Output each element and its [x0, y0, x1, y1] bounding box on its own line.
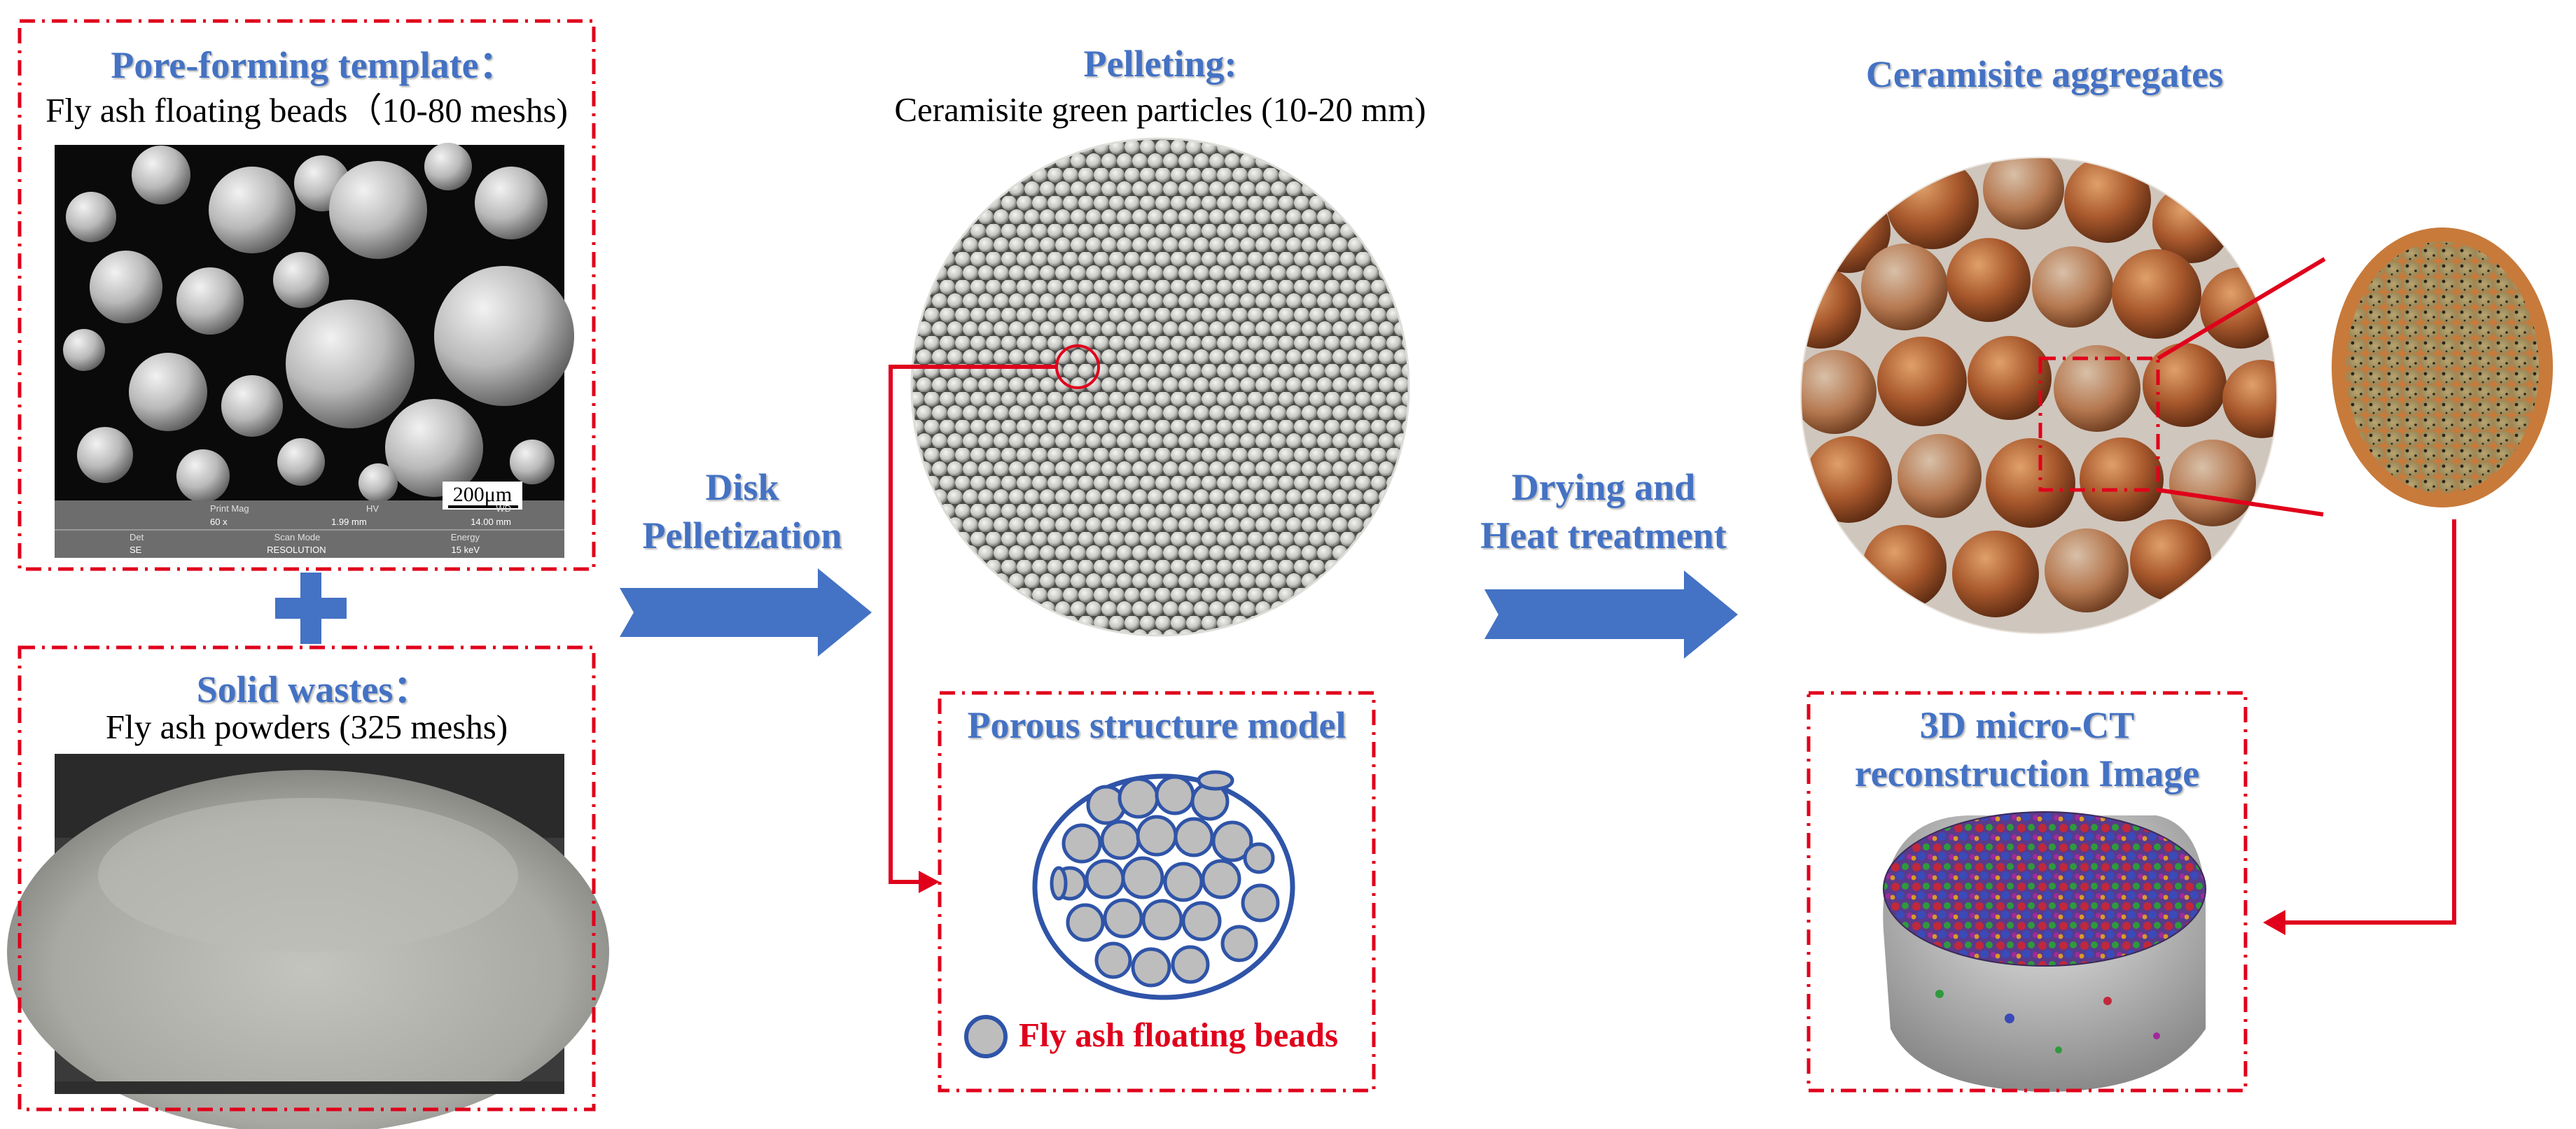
- pellet-to-model-connector: [889, 365, 1057, 884]
- sem-image: [55, 143, 574, 558]
- zoom-line-top: [2157, 257, 2326, 360]
- waste-title: Solid wastes：: [196, 668, 431, 710]
- ceramisite-aggregates-image: [1800, 157, 2278, 634]
- step1-line1: Disk: [705, 466, 779, 508]
- aggregates-title: Ceramisite aggregates: [1865, 53, 2224, 95]
- microct-connector-arrowhead: [2263, 910, 2285, 935]
- porous-model-title: Porous structure model: [967, 704, 1346, 746]
- pelleting-title: Pelleting:: [1083, 43, 1237, 85]
- template-panel-frame: [18, 19, 596, 571]
- porous-structure-model: [964, 770, 1295, 1058]
- pelleting-subtitle: Ceramisite green particles (10-20 mm): [894, 90, 1426, 129]
- legend-label: Fly ash floating beads: [1019, 1016, 1339, 1054]
- aggregate-cross-section-image: [2332, 227, 2553, 507]
- sem-scale-bar-label: 200μm: [452, 483, 513, 506]
- step2-line1: Drying and: [1511, 466, 1696, 508]
- legend-bead-icon: [964, 1015, 1008, 1058]
- sem-info-row-1: Print Mag HV WD: [210, 503, 511, 514]
- microct-frame: [1806, 691, 2248, 1093]
- waste-subtitle: Fly ash powders (325 meshs): [105, 708, 508, 746]
- zoom-line-bottom: [2157, 488, 2324, 517]
- waste-panel-frame: [18, 645, 596, 1112]
- sem-info-row-4: SE RESOLUTION 15 keV: [130, 545, 480, 555]
- sem-info-row-3: Det Scan Mode Energy: [130, 532, 480, 542]
- template-subtitle: Fly ash floating beads（10-80 meshs): [46, 91, 568, 129]
- model-connector-arrowhead: [919, 871, 940, 893]
- zoom-selection-box: [2038, 356, 2160, 492]
- microct-title-line1: 3D micro-CT: [1919, 704, 2135, 746]
- sem-beads: [63, 143, 574, 503]
- plus-icon: [275, 573, 347, 644]
- section-to-microct-connector: [2283, 519, 2456, 925]
- arrow-drying-heat: [1484, 570, 1738, 659]
- template-title: Pore-forming template：: [111, 44, 517, 86]
- step1-line2: Pelletization: [642, 514, 842, 556]
- step2-line2: Heat treatment: [1480, 514, 1727, 556]
- porous-model-frame: [938, 691, 1376, 1093]
- microct-title-line2: reconstruction Image: [1854, 752, 2200, 794]
- arrow-disk-pelletization: [620, 568, 872, 657]
- micro-ct-image: [1883, 811, 2206, 1092]
- fly-ash-powder-image: [7, 754, 609, 1129]
- green-pellets-image: [910, 137, 1410, 637]
- sem-info-row-2: 60 x 1.99 mm 14.00 mm: [210, 517, 511, 527]
